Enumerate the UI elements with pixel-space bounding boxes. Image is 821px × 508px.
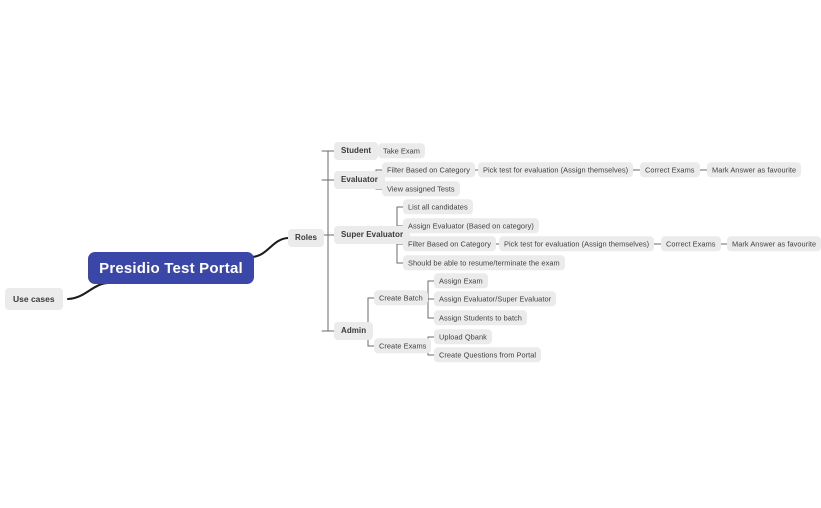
node-eval-pick-test-label: Pick test for evaluation (Assign themsel… [483,165,629,175]
node-take-exam-label: Take Exam [383,146,421,156]
node-ce-upload-qbank[interactable]: Upload Qbank [434,329,492,345]
node-se-correct-exams[interactable]: Correct Exams [661,236,721,252]
node-student-label: Student [341,146,372,155]
node-eval-view-tests-label: View assigned Tests [387,184,455,194]
node-student[interactable]: Student [334,142,379,160]
node-se-list-candidates-label: List all candidates [408,202,468,212]
node-cb-assign-evaluator-label: Assign Evaluator/Super Evaluator [439,294,552,304]
root-node-label: Presidio Test Portal [99,259,243,277]
node-se-assign-evaluator[interactable]: Assign Evaluator (Based on category) [403,218,539,234]
node-eval-filter-label: Filter Based on Category [387,165,470,175]
node-se-resume-terminate[interactable]: Should be able to resume/terminate the e… [403,255,565,271]
node-eval-correct-exams-label: Correct Exams [645,165,695,175]
node-eval-correct-exams[interactable]: Correct Exams [640,162,700,178]
node-se-filter[interactable]: Filter Based on Category [403,236,496,252]
node-ce-upload-qbank-label: Upload Qbank [439,332,487,342]
node-eval-pick-test[interactable]: Pick test for evaluation (Assign themsel… [478,162,634,178]
node-use-cases-label: Use cases [13,294,55,304]
node-ce-create-questions-label: Create Questions from Portal [439,350,537,360]
node-create-batch-label: Create Batch [379,293,423,303]
node-cb-assign-evaluator[interactable]: Assign Evaluator/Super Evaluator [434,291,557,307]
node-cb-assign-exam-label: Assign Exam [439,276,483,286]
node-evaluator[interactable]: Evaluator [334,171,385,189]
node-cb-assign-students[interactable]: Assign Students to batch [434,310,527,326]
node-admin[interactable]: Admin [334,322,374,340]
root-node[interactable]: Presidio Test Portal [88,252,254,284]
node-create-batch[interactable]: Create Batch [374,290,428,306]
node-cb-assign-students-label: Assign Students to batch [439,313,522,323]
edge-root-to-roles [250,236,290,259]
node-super-evaluator[interactable]: Super Evaluator [334,226,411,244]
node-se-resume-terminate-label: Should be able to resume/terminate the e… [408,258,560,268]
node-evaluator-label: Evaluator [341,175,378,184]
node-roles[interactable]: Roles [288,229,325,247]
node-super-evaluator-label: Super Evaluator [341,230,404,239]
node-se-mark-favourite-label: Mark Answer as favourite [732,239,817,249]
node-ce-create-questions[interactable]: Create Questions from Portal [434,347,542,363]
node-eval-view-tests[interactable]: View assigned Tests [382,181,460,197]
node-create-exams[interactable]: Create Exams [374,338,432,354]
node-use-cases[interactable]: Use cases [5,288,63,310]
node-eval-filter[interactable]: Filter Based on Category [382,162,475,178]
node-se-mark-favourite[interactable]: Mark Answer as favourite [727,236,821,252]
node-create-exams-label: Create Exams [379,341,427,351]
node-roles-label: Roles [295,233,318,242]
node-se-filter-label: Filter Based on Category [408,239,491,249]
node-se-list-candidates[interactable]: List all candidates [403,199,473,215]
node-admin-label: Admin [341,326,367,335]
node-eval-mark-favourite[interactable]: Mark Answer as favourite [707,162,802,178]
node-se-pick-test[interactable]: Pick test for evaluation (Assign themsel… [499,236,655,252]
node-cb-assign-exam[interactable]: Assign Exam [434,273,488,289]
node-se-pick-test-label: Pick test for evaluation (Assign themsel… [504,239,650,249]
node-take-exam[interactable]: Take Exam [378,143,426,159]
node-eval-mark-favourite-label: Mark Answer as favourite [712,165,797,175]
node-se-assign-evaluator-label: Assign Evaluator (Based on category) [408,221,534,231]
edge-root-to-usecases [66,281,110,301]
node-se-correct-exams-label: Correct Exams [666,239,716,249]
